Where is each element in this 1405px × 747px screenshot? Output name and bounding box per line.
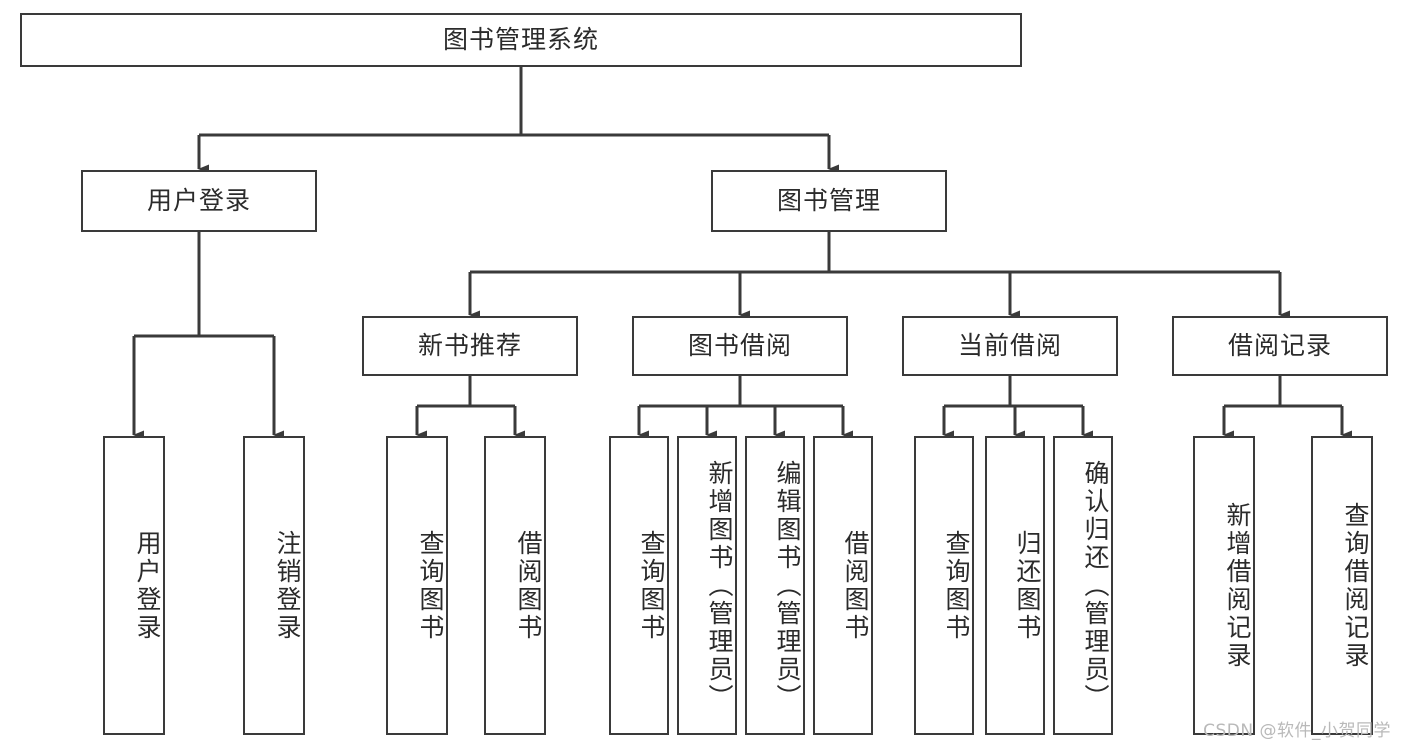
node-leaf-return-book[interactable]: 归还图书 <box>985 436 1045 735</box>
node-book-manage[interactable]: 图书管理 <box>711 170 947 232</box>
node-leaf-logout[interactable]: 注销登录 <box>243 436 305 735</box>
node-current-borrow[interactable]: 当前借阅 <box>902 316 1118 376</box>
node-book-borrow[interactable]: 图书借阅 <box>632 316 848 376</box>
edges <box>132 67 1352 440</box>
node-leaf-add-record[interactable]: 新增借阅记录 <box>1193 436 1255 735</box>
node-leaf-query-book-c[interactable]: 查询图书 <box>914 436 974 735</box>
node-leaf-query-book-b[interactable]: 查询图书 <box>609 436 669 735</box>
node-leaf-borrow-book-b[interactable]: 借阅图书 <box>813 436 873 735</box>
node-leaf-edit-book[interactable]: 编辑图书（管理员） <box>745 436 805 735</box>
node-leaf-borrow-book-a[interactable]: 借阅图书 <box>484 436 546 735</box>
node-leaf-query-book-a[interactable]: 查询图书 <box>386 436 448 735</box>
node-leaf-query-record[interactable]: 查询借阅记录 <box>1311 436 1373 735</box>
node-leaf-add-book[interactable]: 新增图书（管理员） <box>677 436 737 735</box>
node-new-book-rec[interactable]: 新书推荐 <box>362 316 578 376</box>
node-root[interactable]: 图书管理系统 <box>20 13 1022 67</box>
node-user-login[interactable]: 用户登录 <box>81 170 317 232</box>
node-leaf-user-login[interactable]: 用户登录 <box>103 436 165 735</box>
node-leaf-confirm-return[interactable]: 确认归还（管理员） <box>1053 436 1113 735</box>
node-borrow-record[interactable]: 借阅记录 <box>1172 316 1388 376</box>
csdn-watermark: CSDN @软件_小贺同学 <box>1203 721 1391 741</box>
